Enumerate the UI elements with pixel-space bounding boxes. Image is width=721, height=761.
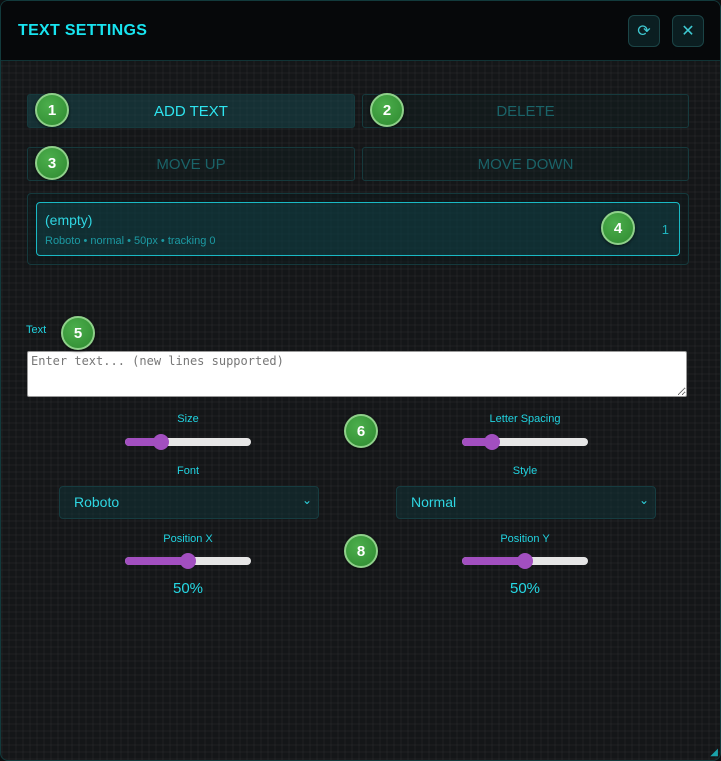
delete-button[interactable]: DELETE [362, 94, 689, 128]
move-up-button[interactable]: MOVE UP [27, 147, 355, 181]
style-label: Style [512, 465, 538, 477]
annotation-badge: 6 [344, 414, 378, 448]
position-y-slider[interactable] [462, 553, 588, 569]
text-layer-item[interactable]: (empty) Roboto • normal • 50px • trackin… [36, 202, 680, 256]
position-x-slider[interactable] [125, 553, 251, 569]
size-label: Size [177, 413, 199, 425]
letter-spacing-label: Letter Spacing [489, 413, 561, 425]
font-label: Font [176, 465, 199, 477]
position-y-label: Position Y [500, 533, 550, 545]
size-slider[interactable] [125, 434, 251, 450]
text-input[interactable] [27, 351, 687, 397]
annotation-badge: 8 [344, 534, 378, 568]
font-select[interactable]: Roboto ⌄ [59, 486, 319, 519]
annotation-badge: 2 [370, 93, 404, 127]
move-down-button[interactable]: MOVE DOWN [362, 147, 689, 181]
chevron-down-icon: ⌄ [301, 493, 312, 507]
text-label: Text [26, 324, 47, 336]
position-y-value: 50% [509, 580, 541, 597]
annotation-badge: 1 [35, 93, 69, 127]
text-layer-list: (empty) Roboto • normal • 50px • trackin… [27, 193, 689, 265]
font-value: Roboto [74, 494, 120, 510]
close-button[interactable]: ✕ [672, 15, 704, 47]
annotation-badge: 5 [61, 316, 95, 350]
resize-grip-icon[interactable]: ◢ [710, 747, 718, 758]
layer-index: 1 [661, 222, 669, 237]
layer-name: (empty) [45, 212, 93, 228]
refresh-button[interactable]: ⟳ [628, 15, 660, 47]
panel-header: TEXT SETTINGS ⟳ ✕ [1, 1, 720, 61]
close-icon: ✕ [681, 23, 695, 40]
refresh-icon: ⟳ [637, 23, 651, 40]
layer-meta: Roboto • normal • 50px • tracking 0 [45, 235, 216, 247]
panel-title: TEXT SETTINGS [18, 22, 148, 39]
style-value: Normal [411, 494, 457, 510]
letter-spacing-slider[interactable] [462, 434, 588, 450]
annotation-badge: 3 [35, 146, 69, 180]
position-x-value: 50% [172, 580, 204, 597]
style-select[interactable]: Normal ⌄ [396, 486, 656, 519]
add-text-button[interactable]: ADD TEXT [27, 94, 355, 128]
annotation-badge: 4 [601, 211, 635, 245]
chevron-down-icon: ⌄ [638, 493, 649, 507]
position-x-label: Position X [163, 533, 213, 545]
